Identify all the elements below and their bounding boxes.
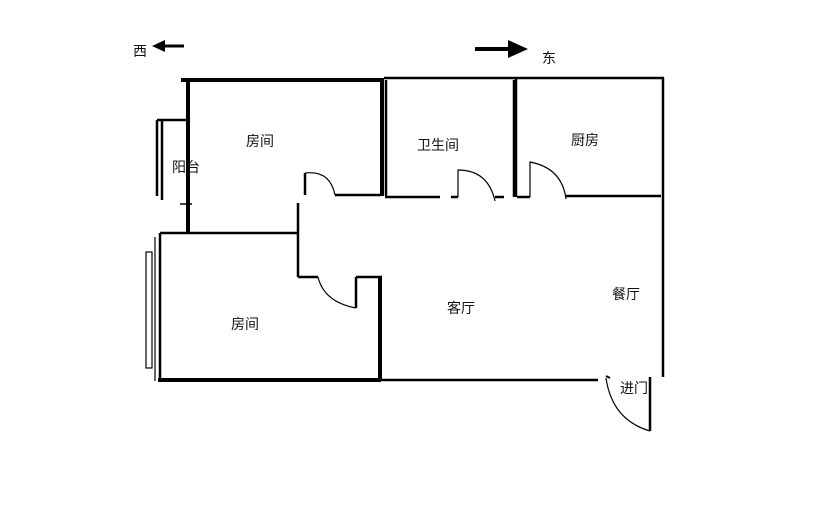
window — [145, 237, 156, 381]
room-kitchen-label: 厨房 — [571, 133, 599, 149]
kitchen-door-icon — [529, 161, 567, 200]
room-dining-label: 餐厅 — [612, 287, 640, 303]
east-label: 东 — [542, 51, 556, 67]
entrance-door-icon — [605, 377, 651, 432]
bedroom-bottom-door-icon — [317, 276, 357, 309]
room-balcony-label: 阳台 — [172, 160, 200, 176]
bathroom-door-icon — [457, 169, 496, 202]
room-bathroom-label: 卫生间 — [417, 138, 459, 154]
entrance-label: 进门 — [620, 381, 648, 397]
bedroom-top-door-icon — [304, 172, 336, 196]
room-living-label: 客厅 — [447, 301, 475, 317]
thin-walls — [155, 76, 665, 431]
east-arrow-icon — [475, 40, 528, 58]
door-swings — [304, 161, 651, 432]
room-bedroom-bottom-label: 房间 — [231, 317, 259, 333]
west-arrow-icon — [152, 40, 184, 52]
thick-walls — [158, 78, 384, 382]
room-bedroom-top-label: 房间 — [246, 134, 274, 150]
west-label: 西 — [133, 44, 147, 60]
